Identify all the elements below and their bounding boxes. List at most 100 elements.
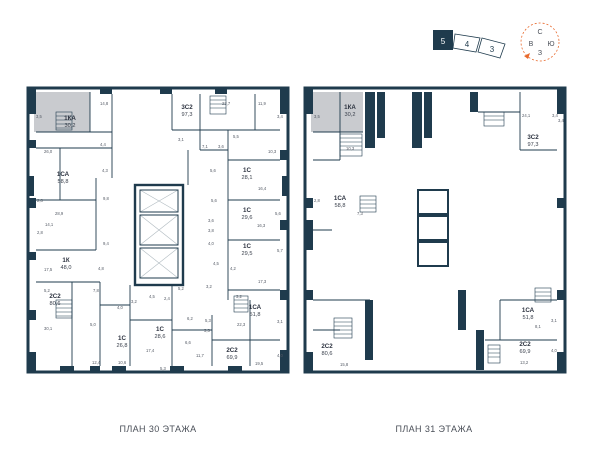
apartment-code: 3С2: [181, 104, 193, 111]
apartment-code: 1С: [243, 243, 251, 250]
room-area-label: 7,8: [93, 288, 99, 293]
room-area-label: 4,0: [551, 348, 557, 353]
section-block-3[interactable]: [477, 37, 506, 59]
room-area-label: 16,4: [258, 186, 267, 191]
room-area-label: 10,6: [118, 360, 127, 365]
floor-31-plan: 1КА 30,2 3С2 97,3 1СА 58,8 1СА 51,8 2С2 …: [303, 86, 567, 434]
section-label-3: 3: [490, 45, 495, 54]
room-area-label: 28,9: [55, 211, 64, 216]
room-area-label: 4,0: [208, 241, 214, 246]
apartment-code: 2С2: [321, 343, 333, 350]
apartment-code: 2С2: [49, 293, 61, 300]
apartment-code: 1КА: [344, 104, 356, 111]
apartment-area: 80,6: [50, 301, 61, 307]
room-area-label: 3,4: [552, 113, 558, 118]
apartment-area: 30,2: [65, 123, 76, 129]
section-locator: 5 4 3 С З В Ю: [433, 22, 560, 62]
apartment-code: 1С: [118, 335, 126, 342]
room-area-label: 5,2: [178, 286, 184, 291]
room-area-label: 22,3: [237, 322, 246, 327]
room-area-label: 4,0: [117, 305, 123, 310]
apartment-area: 58,8: [335, 203, 346, 209]
room-area-label: 11,9: [258, 101, 267, 106]
room-area-label: 5,0: [90, 322, 96, 327]
room-area-label: 3,5: [314, 114, 320, 119]
room-area-label: 2,8: [37, 230, 43, 235]
room-area-label: 30,1: [44, 326, 53, 331]
room-area-label: 4,2: [230, 266, 236, 271]
room-area-label: 2,8: [37, 198, 43, 203]
room-area-label: 3,5: [36, 114, 42, 119]
apartment-area: 28,6: [155, 334, 166, 340]
room-area-label: 11,7: [196, 353, 205, 358]
apartment-area: 28,1: [242, 175, 253, 181]
apartment-code: 1СА: [334, 195, 347, 202]
apartment-code: 2С2: [519, 341, 531, 348]
compass-south: З: [538, 50, 542, 57]
apartment-area: 69,9: [520, 349, 531, 355]
room-area-label: 5,2: [44, 288, 50, 293]
compass-east: В: [529, 41, 534, 48]
room-areas: 24,1 3,4 10,3 2,8 7,3 8,1 4,0 15,8 13,2 …: [314, 113, 564, 367]
room-area-label: 13,2: [520, 360, 529, 365]
section-block-4[interactable]: [452, 33, 481, 53]
room-area-label: 8,1: [535, 324, 541, 329]
room-area-label: 17,4: [146, 348, 155, 353]
room-area-label: 3,6: [208, 218, 214, 223]
room-area-label: 4,0: [277, 353, 283, 358]
apartment-area: 30,2: [345, 112, 356, 118]
room-area-label: 5,7: [277, 248, 283, 253]
apartment-code: 1СА: [522, 307, 535, 314]
room-area-label: 19,5: [255, 361, 264, 366]
stair-icon: [333, 111, 552, 364]
apartment-code: 1С: [243, 167, 251, 174]
room-area-label: 3,8: [208, 228, 214, 233]
apartment-area: 48,0: [61, 265, 72, 271]
apartment-code: 1КА: [64, 115, 76, 122]
apartment-code: 1К: [62, 257, 69, 264]
room-area-label: 17,5: [44, 267, 53, 272]
apartment-area: 58,8: [58, 179, 69, 185]
room-area-label: 14,8: [100, 101, 109, 106]
room-area-label: 4,4: [100, 142, 106, 147]
room-area-label: 7,3: [357, 211, 363, 216]
apartment-area: 51,8: [250, 312, 261, 318]
room-area-label: 5,6: [275, 211, 281, 216]
room-area-label: 3,2: [131, 299, 137, 304]
room-area-label: 5,6: [211, 198, 217, 203]
room-area-label: 3,1: [277, 319, 283, 324]
apartment-code: 1СА: [57, 171, 70, 178]
room-area-label: 6,2: [187, 316, 193, 321]
room-area-label: 5,6: [210, 168, 216, 173]
room-area-label: 14,1: [45, 222, 54, 227]
compass-north: С: [537, 29, 542, 36]
room-area-label: 5,5: [233, 134, 239, 139]
apartment-area: 51,8: [523, 315, 534, 321]
room-area-label: 16,3: [257, 223, 266, 228]
section-label-4: 4: [465, 40, 470, 49]
room-area-label: 6,6: [185, 340, 191, 345]
room-area-label: 3,2: [236, 294, 242, 299]
room-area-label: 2,8: [314, 198, 320, 203]
floor-31-caption: ПЛАН 31 ЭТАЖА: [395, 424, 472, 434]
stair-icon: [55, 95, 249, 319]
apartment-area: 97,3: [182, 112, 193, 118]
room-area-label: 7,1: [202, 144, 208, 149]
apartment-code: 1С: [243, 207, 251, 214]
compass-icon: С З В Ю: [520, 22, 560, 62]
room-area-label: 3,5: [204, 328, 210, 333]
apartment-code: 1СА: [249, 304, 262, 311]
apartment-area: 97,3: [528, 142, 539, 148]
room-area-label: 17,3: [258, 279, 267, 284]
room-area-label: 3,1: [551, 318, 557, 323]
room-area-label: 10,3: [268, 149, 277, 154]
room-area-label: 3,4: [277, 114, 283, 119]
room-area-label: 5,3: [205, 318, 211, 323]
apartment-code: 1С: [156, 326, 164, 333]
room-area-label: 24,1: [522, 113, 531, 118]
apartment-highlight[interactable]: [311, 92, 363, 132]
room-area-label: 10,3: [346, 146, 355, 151]
room-areas: 14,8 22,7 11,9 3,4 3,5 26,0 4,4 5,5 3,1 …: [36, 101, 283, 371]
floor-30-plan: 1КА 30,2 3С2 97,3 1СА 58,8 1С 28,1 1С 29…: [26, 86, 290, 434]
current-section-block[interactable]: [433, 30, 453, 50]
